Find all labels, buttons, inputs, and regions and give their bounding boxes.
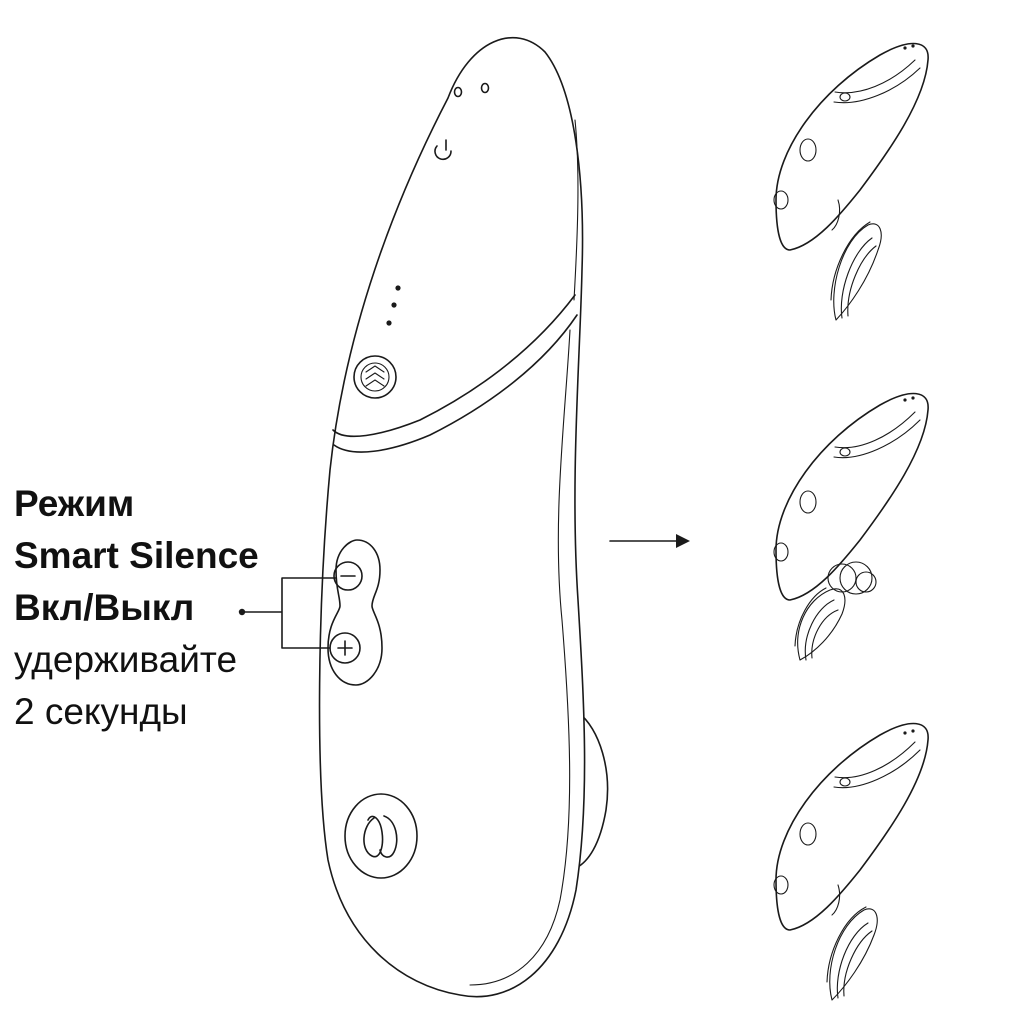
caption-duration: 2 секунды <box>14 691 188 732</box>
step-3-pod <box>799 822 817 846</box>
step-2-contact-rings <box>827 561 877 595</box>
step-1-logo <box>773 190 789 210</box>
step-3-head <box>831 884 841 916</box>
step-1-target <box>830 221 882 321</box>
power-icon <box>434 139 452 161</box>
step-1-button <box>839 92 851 102</box>
main-device <box>238 36 609 998</box>
step-2-band <box>834 411 916 449</box>
step-2-target <box>794 587 846 661</box>
smart-silence-caption: Режим Smart Silence Вкл/Выкл удерживайте… <box>14 478 314 738</box>
step-3-target <box>826 906 878 1001</box>
minus-icon <box>333 561 363 591</box>
caption-mode-label: Режим <box>14 483 135 524</box>
step-1-device <box>773 42 929 321</box>
step-2-pod <box>799 490 817 514</box>
led-indicator-dots <box>386 285 401 326</box>
step-3-band-2 <box>833 749 921 789</box>
step-1-band <box>834 59 916 94</box>
caption-feature-name: Smart Silence <box>14 535 259 576</box>
step-2-band-2 <box>833 419 921 459</box>
step-3-hole-b <box>911 729 915 733</box>
step-2-button <box>839 447 851 457</box>
device-band-lower <box>333 314 578 453</box>
step-3-device <box>773 722 929 1001</box>
callout-dot <box>238 608 246 616</box>
caption-instruction: удерживайте <box>14 639 238 680</box>
device-band-upper <box>332 294 576 438</box>
step-1-pod <box>799 138 817 162</box>
callout-bracket <box>243 577 337 649</box>
step-1-hole-a <box>903 46 907 50</box>
brand-logo-icon <box>344 793 418 879</box>
top-hole-left <box>453 86 463 98</box>
step-1-hole-b <box>911 44 915 48</box>
step-2-hole-a <box>903 398 907 402</box>
caption-toggle-label: Вкл/Выкл <box>14 587 195 628</box>
step-1-band-2 <box>833 67 921 104</box>
step-3-body <box>775 722 929 931</box>
step-2-body <box>775 392 929 601</box>
step-1-head <box>831 199 841 231</box>
step-3-hole-a <box>903 731 907 735</box>
step-3-logo <box>773 875 789 895</box>
step-1-body <box>775 42 929 251</box>
step-2-device <box>773 392 929 661</box>
step-2-logo <box>773 542 789 562</box>
device-side-edge <box>573 119 579 301</box>
top-hole-right <box>480 82 490 94</box>
step-3-button <box>839 777 851 787</box>
device-body-outline <box>318 36 586 998</box>
device-inner-contour <box>469 329 571 986</box>
step-2-hole-b <box>911 396 915 400</box>
arrow-right-icon <box>609 534 690 548</box>
step-3-band <box>834 741 916 779</box>
button-pod <box>327 539 383 686</box>
pleasure-chevrons-icon <box>353 355 397 399</box>
